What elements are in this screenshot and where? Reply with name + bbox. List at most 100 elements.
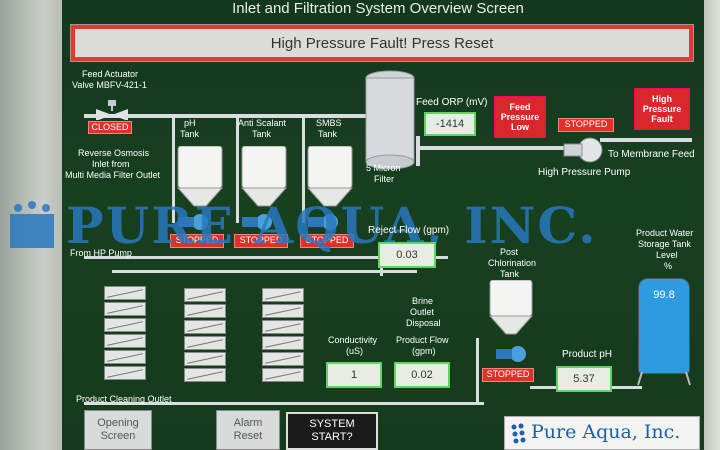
- membrane: [184, 352, 226, 366]
- as-pump-icon[interactable]: [240, 212, 280, 232]
- post-chlor-label-1: Post: [500, 247, 519, 257]
- opening-screen-line1: Opening: [97, 417, 139, 429]
- dosing-drop-smbs: [302, 118, 305, 223]
- hp-header-pipe: [84, 256, 448, 259]
- high-pressure-pump-icon[interactable]: [562, 136, 604, 164]
- product-ph-label: Product pH: [562, 349, 613, 360]
- membrane: [104, 302, 146, 316]
- ph-tank-icon[interactable]: [176, 146, 224, 208]
- reject-pipe: [380, 262, 383, 276]
- bezel-left: [0, 0, 62, 450]
- ph-pump-icon[interactable]: [176, 212, 216, 232]
- conductivity-label-1: Conductivity: [328, 335, 378, 345]
- alarm-reset-button[interactable]: Alarm Reset: [216, 410, 280, 450]
- product-flow-label-1: Product Flow: [396, 335, 449, 345]
- ph-tank-label-2: Tank: [180, 129, 200, 139]
- logo-drops-icon: [511, 423, 526, 444]
- feed-orp-label: Feed ORP (mV): [416, 97, 488, 108]
- product-flow-label-2: (gpm): [412, 346, 436, 356]
- storage-tank-fill: [639, 279, 689, 373]
- company-logo: Pure Aqua, Inc.: [504, 416, 700, 450]
- storage-label-3: Level: [656, 250, 678, 260]
- system-start-line2: START?: [311, 431, 353, 443]
- orp-pipe: [418, 146, 422, 150]
- logo-text: Pure Aqua, Inc.: [531, 421, 681, 443]
- membrane: [262, 368, 304, 382]
- feed-actuator-label-2: Valve MBFV-421-1: [72, 80, 147, 90]
- membrane: [184, 368, 226, 382]
- storage-tank-level-value: 99.8: [653, 289, 675, 301]
- post-chlor-label-2: Chlorination: [488, 258, 537, 268]
- screen-title: Inlet and Filtration System Overview Scr…: [232, 0, 524, 17]
- feed-orp-value: -1414: [424, 112, 476, 136]
- smbs-tank-icon[interactable]: [306, 146, 354, 208]
- product-pipe-vertical: [476, 338, 479, 404]
- filter-label-1: 5 Micron: [366, 163, 401, 173]
- alarm-reset-line1: Alarm: [233, 417, 263, 429]
- post-chlorination-pump-icon[interactable]: [494, 344, 534, 364]
- membrane: [104, 286, 146, 300]
- membrane: [104, 318, 146, 332]
- smbs-pump-icon[interactable]: [306, 212, 346, 232]
- membrane: [262, 320, 304, 334]
- reject-flow-label: Reject Flow (gpm): [368, 225, 450, 236]
- product-storage-tank[interactable]: 99.8: [638, 278, 690, 374]
- membrane: [104, 366, 146, 380]
- ph-tank-label-1: pH: [184, 118, 196, 128]
- conductivity-value: 1: [326, 362, 382, 388]
- product-flow-value: 0.02: [394, 362, 450, 388]
- permeate-header: [84, 402, 484, 405]
- bezel-right: [704, 0, 720, 450]
- membrane: [184, 320, 226, 334]
- watermark: PURE AQUA, INC.: [0, 196, 720, 256]
- ph-pump-status: STOPPED: [170, 234, 224, 248]
- membrane: [104, 334, 146, 348]
- as-tank-label-1: Anti Scalant: [238, 118, 287, 128]
- high-pressure-fault-alarm[interactable]: High Pressure Fault: [634, 88, 690, 130]
- fpl-line1: Feed: [509, 102, 531, 112]
- membrane: [262, 352, 304, 366]
- brine-label-3: Disposal: [406, 318, 441, 328]
- storage-label-4: %: [664, 261, 673, 271]
- feed-valve-icon[interactable]: [96, 100, 128, 120]
- post-chlor-label-3: Tank: [500, 269, 520, 279]
- membrane: [262, 288, 304, 302]
- alarm-reset-line2: Reset: [233, 430, 263, 442]
- cartridge-filter-icon[interactable]: [362, 70, 418, 174]
- storage-label-1: Product Water: [636, 228, 694, 238]
- fault-banner[interactable]: High Pressure Fault! Press Reset: [70, 24, 694, 62]
- as-tank-label-2: Tank: [252, 129, 272, 139]
- as-tank-icon[interactable]: [240, 146, 288, 208]
- smbs-tank-label-1: SMBS: [316, 118, 342, 128]
- opening-screen-button[interactable]: Opening Screen: [84, 410, 152, 450]
- hp-pump-outlet-label: To Membrane Feed: [608, 149, 695, 160]
- filter-outlet-pipe: [416, 136, 420, 166]
- hp-header-pipe-2: [112, 270, 417, 273]
- inlet-label-1: Reverse Osmosis: [78, 148, 150, 158]
- post-chlorination-tank-icon[interactable]: [488, 280, 534, 336]
- hpf-line3: Fault: [651, 114, 673, 124]
- system-start-button[interactable]: SYSTEM START?: [286, 412, 378, 450]
- inlet-label-2: Inlet from: [92, 159, 130, 169]
- membrane: [104, 350, 146, 364]
- hpf-line1: High: [652, 94, 672, 104]
- membrane: [262, 336, 304, 350]
- pump-outlet-pipe: [600, 138, 692, 142]
- post-chlor-pump-status: STOPPED: [482, 368, 534, 382]
- dosing-drop-ph: [172, 118, 175, 223]
- from-hp-pump-label: From HP Pump: [70, 248, 132, 258]
- membrane: [262, 304, 304, 318]
- cleaning-outlet-label: Product Cleaning Outlet: [76, 394, 172, 404]
- product-ph-value: 5.37: [556, 366, 612, 392]
- hp-pump-status: STOPPED: [558, 118, 614, 132]
- membrane: [184, 304, 226, 318]
- smbs-pump-status: STOPPED: [300, 234, 354, 248]
- feed-pressure-low-alarm[interactable]: Feed Pressure Low: [494, 96, 546, 138]
- storage-label-2: Storage Tank: [638, 239, 691, 249]
- system-start-line1: SYSTEM: [309, 418, 355, 430]
- fpl-line2: Pressure: [500, 112, 540, 122]
- as-pump-status: STOPPED: [234, 234, 288, 248]
- feed-header-pipe: [416, 146, 566, 150]
- hpf-line2: Pressure: [642, 104, 682, 114]
